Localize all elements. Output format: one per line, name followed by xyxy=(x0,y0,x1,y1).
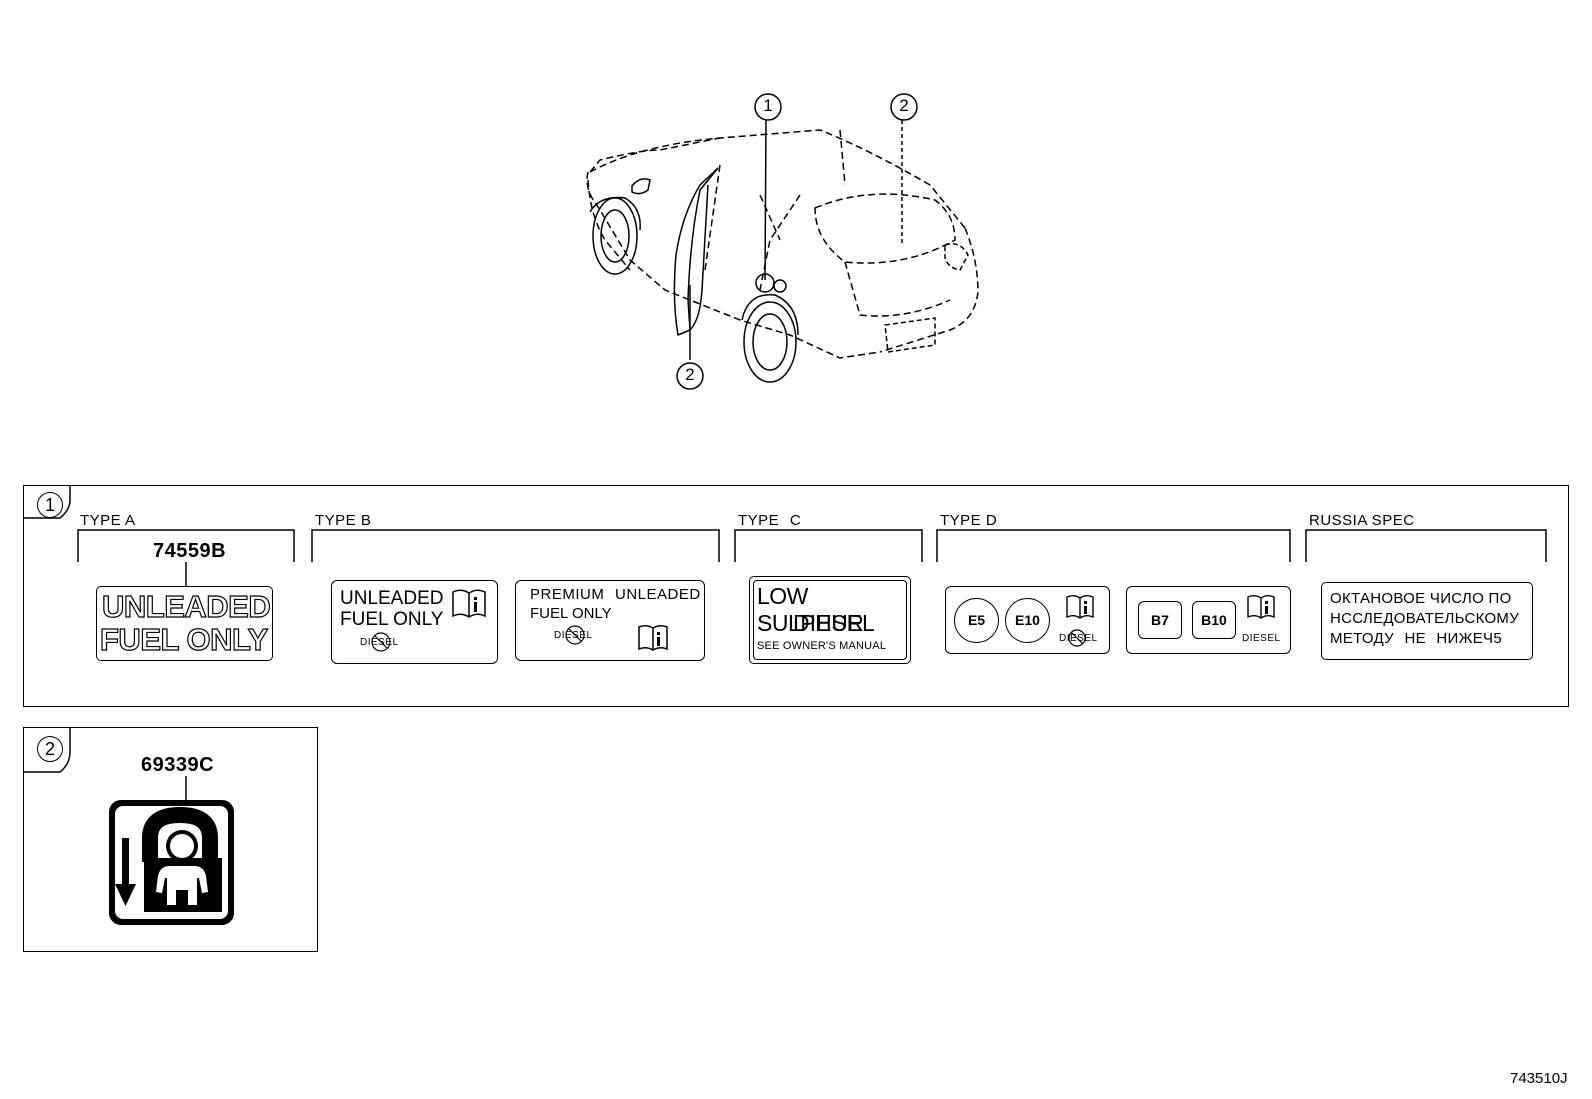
type-c-title: TYPE C xyxy=(738,512,802,529)
badge-b7: B7 xyxy=(1138,601,1182,639)
type-b-label-1: UNLEADED FUEL ONLY DIESEL xyxy=(331,580,498,664)
car-rear xyxy=(879,227,979,353)
car-license-plate xyxy=(884,317,936,353)
russia-spec-label: ОКТАНОВОЕ ЧИСЛО ПО НССЛЕДОВАТЕЛЬСКОМУ МЕ… xyxy=(1321,582,1533,660)
callout-circle-1 xyxy=(754,93,782,121)
type-a-part-number: 74559B xyxy=(153,540,227,562)
badge-e5: E5 xyxy=(954,598,999,643)
badge-b10: B10 xyxy=(1192,601,1236,639)
panel-2-child-lock xyxy=(23,727,318,952)
rear-wheel xyxy=(743,301,797,383)
type-c-inner-border xyxy=(753,580,907,660)
russia-line3: МЕТОДУ НЕ НИЖЕЧ5 xyxy=(1330,630,1502,647)
type-b-label-1-line1: UNLEADED xyxy=(340,588,444,609)
type-c-line2: DIESEL xyxy=(793,610,875,636)
type-b-label-2: PREMIUM UNLEADED FUEL ONLY DIESEL xyxy=(515,580,705,661)
type-d-label-2-manual-icon xyxy=(1247,595,1275,619)
side-mirror xyxy=(631,178,651,195)
type-b-label-2-line2: FUEL ONLY xyxy=(530,605,612,622)
type-c-line3: SEE OWNER'S MANUAL xyxy=(757,640,887,652)
panel-1-fuel-labels xyxy=(23,485,1569,707)
drawing-code: 743510J xyxy=(1510,1070,1568,1087)
panel-1-callout: 1 xyxy=(37,492,63,518)
car-b-pillar xyxy=(704,164,781,271)
type-c-line1: LOW SULPHUR xyxy=(757,583,864,636)
type-a-label-line1: UNLEADED xyxy=(101,588,271,624)
callout-number-2-top: 2 xyxy=(899,96,909,115)
type-b-label-1-no-symbol-icon xyxy=(371,632,391,652)
type-d-label-2-diesel: DIESEL xyxy=(1242,633,1281,644)
type-d-no-symbol-icon xyxy=(1068,629,1086,647)
type-b-label-2-diesel: DIESEL xyxy=(554,630,593,641)
type-b-label-1-manual-icon xyxy=(452,589,486,618)
tail-lamp xyxy=(944,243,969,271)
car-front-hood xyxy=(586,171,881,359)
panel-2-callout: 2 xyxy=(37,736,63,762)
open-door xyxy=(673,167,719,337)
car-front-bumper xyxy=(587,179,631,271)
type-c-label: LOW SULPHUR DIESEL SEE OWNER'S MANUAL xyxy=(749,576,911,664)
callout-line-1 xyxy=(764,119,767,281)
car-roof-line xyxy=(589,129,966,229)
car-rear-window xyxy=(814,193,956,264)
type-a-label-line2: FUEL ONLY xyxy=(99,621,268,657)
callout-number-2-bottom: 2 xyxy=(685,365,695,384)
type-a-title: TYPE A xyxy=(80,512,136,529)
type-b-label-1-diesel: DIESEL xyxy=(360,637,399,648)
callout-circle-2-top xyxy=(890,93,918,121)
callout-circle-2-bottom xyxy=(676,362,704,390)
panel-2-part-number: 69339C xyxy=(141,754,215,776)
russia-line2: НССЛЕДОВАТЕЛЬСКОМУ xyxy=(1330,610,1520,627)
car-c-pillar xyxy=(759,129,846,291)
type-b-label-2-line1: PREMIUM UNLEADED xyxy=(530,586,701,603)
russia-spec-title: RUSSIA SPEC xyxy=(1309,512,1415,529)
russia-line1: ОКТАНОВОЕ ЧИСЛО ПО xyxy=(1330,590,1512,607)
car-tailgate-lower xyxy=(844,261,951,317)
type-b-title: TYPE B xyxy=(315,512,372,529)
type-b-label-1-line2: FUEL ONLY xyxy=(340,609,444,630)
type-d-label-1-manual-icon xyxy=(1066,595,1094,619)
type-d-label-2: B7 B10 DIESEL xyxy=(1126,586,1291,654)
car-side-upper xyxy=(589,137,721,173)
type-b-label-2-manual-icon xyxy=(638,624,668,651)
type-a-label: UNLEADED FUEL ONLY xyxy=(96,586,273,661)
type-d-label-1: E5 E10 DIESEL xyxy=(945,586,1110,654)
badge-e10: E10 xyxy=(1005,598,1050,643)
type-d-title: TYPE D xyxy=(940,512,998,529)
type-b-label-2-no-symbol-icon xyxy=(565,625,585,645)
callout-number-1: 1 xyxy=(763,96,773,115)
